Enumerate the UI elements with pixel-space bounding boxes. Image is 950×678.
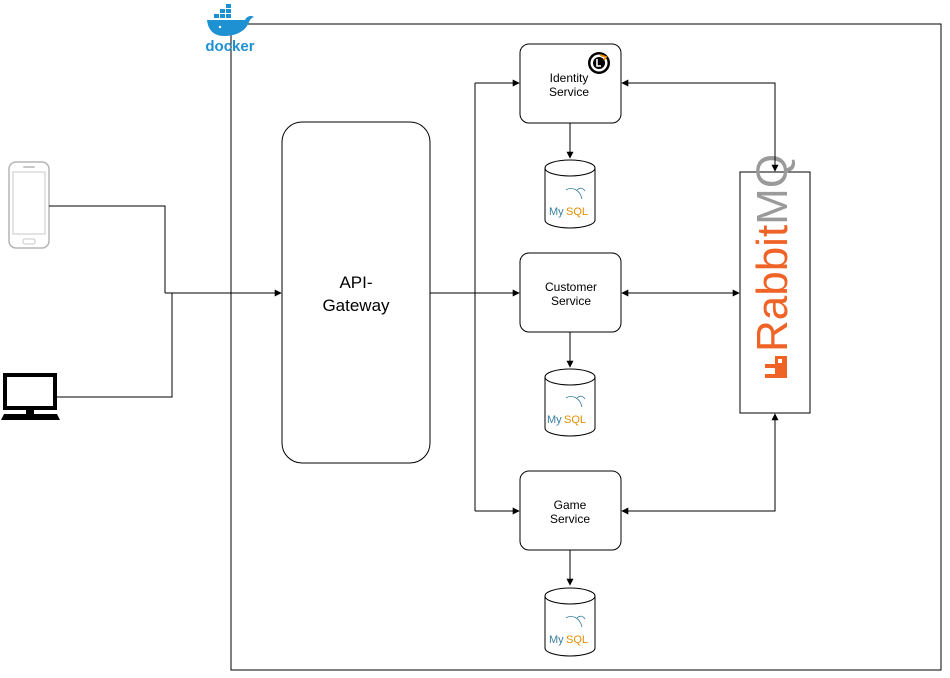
mysql-sql-text: SQL [566, 634, 588, 646]
api-gateway-label-line2: Gateway [322, 296, 390, 315]
docker-container [230, 23, 942, 671]
desktop-connector [57, 293, 173, 398]
desktop-monitor-icon [1, 373, 60, 420]
api-gateway-box [281, 121, 431, 464]
mysql-sql-text: SQL [566, 206, 588, 218]
game-rabbitmq-link [621, 413, 779, 515]
api-gateway-label-line1: API- [339, 273, 372, 292]
customer-service-label-line2: Service [551, 294, 591, 308]
identity-rabbitmq-link [621, 79, 779, 172]
rabbitmq-part1: Rabbit [748, 225, 797, 352]
mysql-dolphin-icon [565, 187, 586, 200]
docker-label: docker [205, 38, 254, 55]
mysql-my-text: My [549, 634, 564, 646]
identity-service-label-line2: Service [549, 85, 589, 99]
mysql-my-text: My [549, 206, 564, 218]
svg-text:RabbitMQ: RabbitMQ [748, 154, 797, 352]
rabbitmq-logo: RabbitMQ [748, 154, 797, 378]
rabbitmq-logo-icon [765, 356, 787, 378]
mysql-sql-text: SQL [564, 414, 586, 426]
rabbitmq-part2: MQ [748, 154, 797, 225]
mysql-my-text: My [547, 414, 562, 426]
customer-database: My SQL [544, 368, 596, 437]
mysql-dolphin-icon [565, 395, 586, 408]
mysql-dolphin-icon [565, 615, 586, 628]
game-service-label-line1: Game [554, 498, 587, 512]
smartphone-icon [8, 161, 50, 249]
customer-service-label-line1: Customer [545, 280, 597, 294]
docker-whale-icon [207, 4, 254, 36]
identity-service-label-line1: Identity [550, 71, 589, 85]
game-database: My SQL [544, 587, 596, 657]
phone-connector [49, 205, 166, 293]
identity-server-icon [588, 52, 610, 74]
identity-database: My SQL [544, 159, 596, 229]
game-service-label-line2: Service [550, 512, 590, 526]
